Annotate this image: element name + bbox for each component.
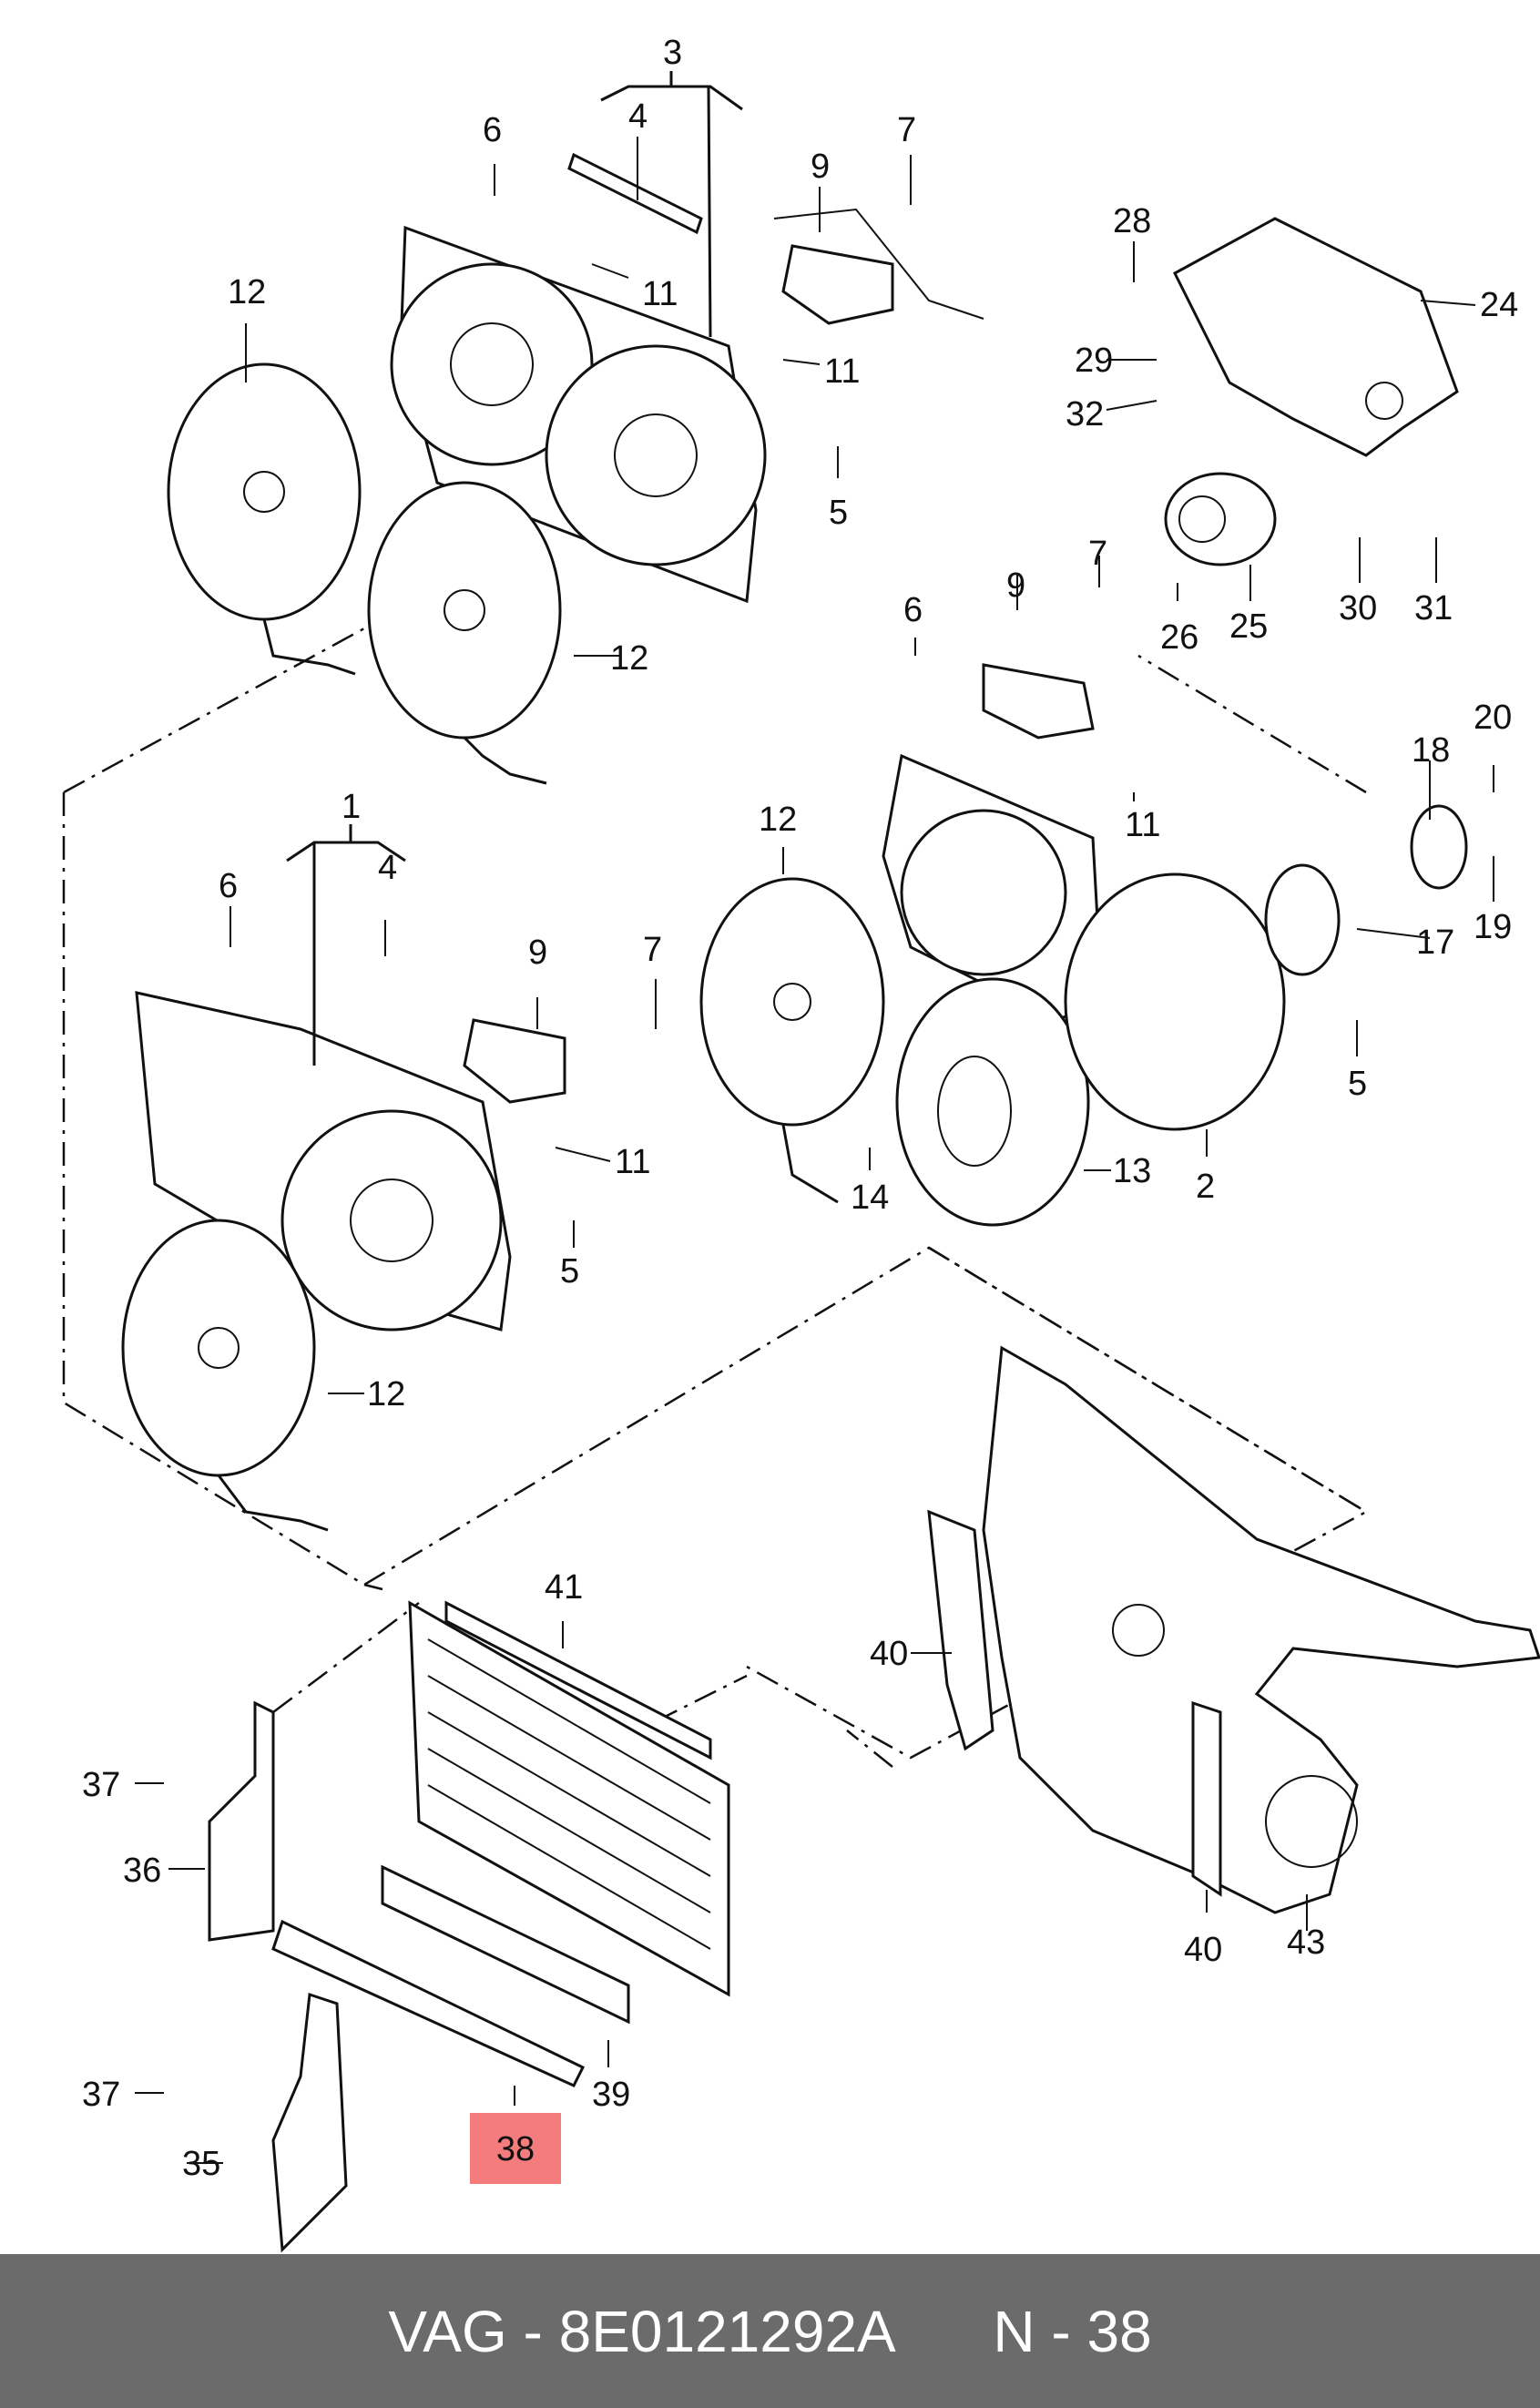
control-unit-9b xyxy=(463,1018,566,1104)
highlighted-callout-38[interactable]: 38 xyxy=(470,2113,561,2184)
callout-40a: 40 xyxy=(870,1635,908,1673)
brand-label: VAG xyxy=(388,2298,507,2364)
air-guide-38 xyxy=(271,1919,586,2087)
brand-separator: - xyxy=(523,2298,543,2364)
radiator-41 xyxy=(408,1600,730,1997)
callout-17: 17 xyxy=(1416,923,1454,962)
group-outline-bottom xyxy=(363,1246,1369,1760)
group-bracket-1 xyxy=(286,824,406,1066)
callout-31: 31 xyxy=(1414,589,1453,628)
callout-12a: 12 xyxy=(228,273,266,311)
bracket-24 xyxy=(1173,217,1459,457)
callout-19: 19 xyxy=(1474,908,1512,946)
position-separator: - xyxy=(1051,2298,1071,2364)
side-member-40b xyxy=(1191,1700,1222,1897)
hub-18 xyxy=(1410,804,1468,890)
callout-20: 20 xyxy=(1474,699,1512,737)
fan-wheel-12a xyxy=(167,362,362,676)
callout-11c: 11 xyxy=(1125,806,1160,844)
leader-dash-radiator xyxy=(272,1602,893,1768)
part-info-footer: VAG - 8E0121292A N - 38 xyxy=(0,2254,1540,2408)
pulley-25 xyxy=(1164,472,1277,566)
air-guide-36 xyxy=(208,1700,275,1942)
callout-13: 13 xyxy=(1113,1152,1151,1190)
fan-wheel-12d xyxy=(699,877,885,1204)
side-member-40a xyxy=(927,1509,994,1751)
callout-12b: 12 xyxy=(610,639,648,678)
callout-39: 39 xyxy=(592,2076,630,2114)
callout-labels: 3 4 6 7 9 11 11 5 12 12 28 24 29 32 26 2… xyxy=(82,34,1518,2183)
position-number: 38 xyxy=(1086,2298,1152,2364)
callout-18: 18 xyxy=(1412,731,1450,770)
callout-7a: 7 xyxy=(897,111,916,149)
control-unit-9a xyxy=(773,208,984,325)
fan-cowl-3 xyxy=(1064,872,1286,1131)
fan-wheel-12b xyxy=(367,481,562,785)
callout-32: 32 xyxy=(1066,395,1104,434)
callout-4a: 4 xyxy=(628,97,648,136)
callout-25: 25 xyxy=(1229,607,1268,646)
seal-strip-4a xyxy=(567,152,703,235)
group-bracket-2 xyxy=(600,71,743,338)
callout-26: 26 xyxy=(1160,618,1198,657)
callout-38: 38 xyxy=(496,2130,535,2168)
control-unit-9c xyxy=(982,663,1095,740)
callout-7b: 7 xyxy=(1088,535,1107,573)
callout-24: 24 xyxy=(1480,286,1518,324)
callout-14: 14 xyxy=(851,1178,889,1217)
callout-7c: 7 xyxy=(643,931,662,969)
callout-5c: 5 xyxy=(560,1252,579,1291)
callout-41: 41 xyxy=(545,1568,583,1607)
callout-40b: 40 xyxy=(1184,1931,1222,1969)
fan-wheel-12c xyxy=(121,1219,329,1532)
callout-9b: 9 xyxy=(1006,566,1025,605)
fan-shroud-center xyxy=(882,753,1104,1022)
fan-shroud-1 xyxy=(135,991,512,1332)
callout-36: 36 xyxy=(123,1852,161,1890)
fan-wheel-13 xyxy=(895,977,1090,1227)
exploded-parts-diagram: 3 4 6 7 9 11 11 5 12 12 28 24 29 32 26 2… xyxy=(62,34,1540,2253)
callout-12d: 12 xyxy=(367,1375,405,1413)
callout-11a: 11 xyxy=(642,275,678,313)
callout-30: 30 xyxy=(1339,589,1377,628)
callout-11d: 11 xyxy=(615,1143,650,1181)
callout-5a: 5 xyxy=(829,494,848,532)
callout-43: 43 xyxy=(1287,1923,1325,1962)
part-number: 8E0121292A xyxy=(558,2298,896,2364)
callout-37a: 37 xyxy=(82,1766,120,1804)
callout-9a: 9 xyxy=(811,148,830,186)
callout-4b: 4 xyxy=(378,849,397,887)
twin-fan-shroud-top xyxy=(390,225,767,604)
position-prefix: N xyxy=(993,2298,1035,2364)
callout-5b: 5 xyxy=(1348,1065,1367,1103)
visco-clutch-17 xyxy=(1264,863,1341,976)
callout-12c: 12 xyxy=(759,801,797,839)
callout-3: 2 xyxy=(1196,1168,1215,1206)
callout-28: 28 xyxy=(1113,202,1151,240)
callout-2: 3 xyxy=(663,34,682,72)
callout-35: 35 xyxy=(182,2145,220,2183)
callout-6c: 6 xyxy=(219,867,238,905)
lock-carrier-43 xyxy=(982,1345,1540,1914)
highlight-box xyxy=(470,2113,561,2184)
callout-29: 29 xyxy=(1075,342,1113,380)
air-duct-39 xyxy=(381,1864,630,2025)
callout-1: 1 xyxy=(342,788,361,826)
air-guide-35 xyxy=(271,1992,348,2253)
leader-lines xyxy=(135,137,1494,2164)
callout-37b: 37 xyxy=(82,2076,120,2114)
callout-11b: 11 xyxy=(824,352,860,391)
callout-6a: 6 xyxy=(483,111,502,149)
callout-9c: 9 xyxy=(528,934,547,972)
group-outline-top xyxy=(62,627,1367,1587)
callout-6b: 6 xyxy=(903,591,923,629)
